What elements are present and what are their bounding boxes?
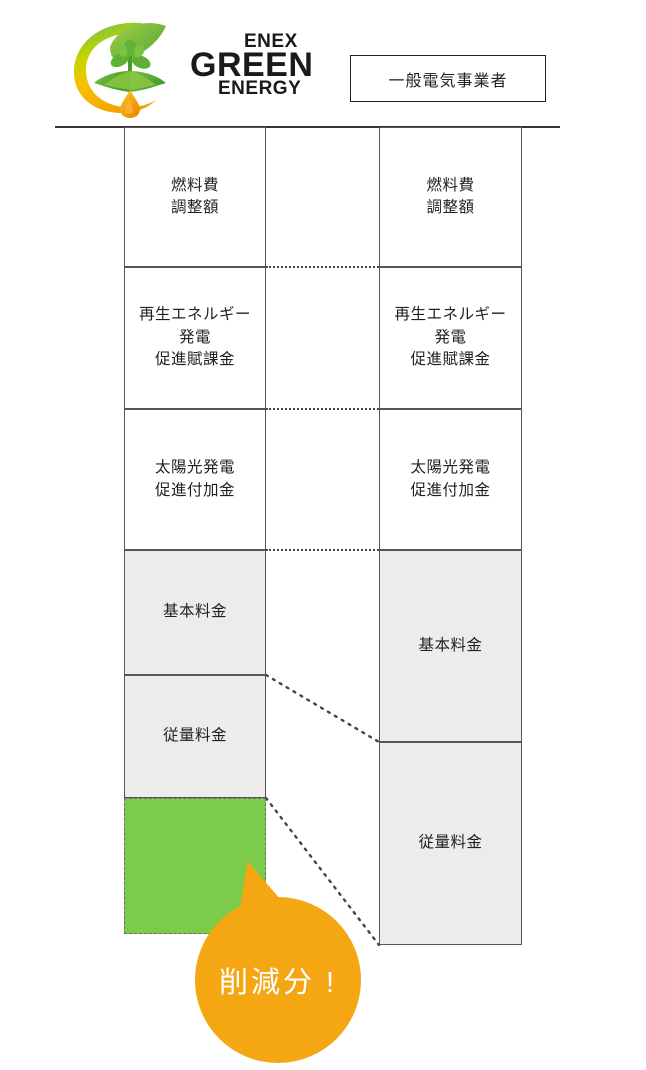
brand-line-enex: ENEX bbox=[244, 31, 298, 52]
right-cell-basic-charge: 基本料金 bbox=[379, 550, 522, 742]
left-cell-basic-charge: 基本料金 bbox=[124, 550, 266, 675]
left-cell-renewable-levy-label: 再生エネルギー 発電 促進賦課金 bbox=[138, 306, 251, 369]
brand-line-energy: ENERGY bbox=[218, 78, 302, 99]
brand-line-green: GREEN bbox=[190, 46, 314, 84]
right-cell-solar-surcharge: 太陽光発電 促進付加金 bbox=[379, 409, 522, 550]
connector-row1 bbox=[266, 266, 379, 268]
right-cell-fuel-adjustment-label: 燃料費 調整額 bbox=[426, 176, 475, 216]
chart-top-rule bbox=[55, 126, 560, 128]
connector-row2 bbox=[266, 408, 379, 410]
callout-label: 削減分 ! bbox=[218, 967, 338, 999]
left-cell-fuel-adjustment: 燃料費 調整額 bbox=[124, 127, 266, 267]
right-cell-renewable-levy: 再生エネルギー 発電 促進賦課金 bbox=[379, 267, 522, 409]
right-cell-fuel-adjustment: 燃料費 調整額 bbox=[379, 127, 522, 267]
left-cell-basic-charge-label: 基本料金 bbox=[162, 603, 227, 621]
brand-wordmark: ENEX GREEN ENERGY bbox=[190, 32, 340, 104]
right-cell-basic-charge-label: 基本料金 bbox=[418, 636, 483, 654]
callout-circle bbox=[195, 897, 361, 1063]
right-cell-renewable-levy-label: 再生エネルギー 発電 促進賦課金 bbox=[394, 306, 507, 369]
right-cell-usage-charge-label: 従量料金 bbox=[418, 834, 483, 852]
enex-green-energy-leaf-sprout-droplet-icon bbox=[74, 22, 166, 118]
left-cell-solar-surcharge: 太陽光発電 促進付加金 bbox=[124, 409, 266, 550]
left-cell-fuel-adjustment-label: 燃料費 調整額 bbox=[170, 176, 219, 216]
left-cell-usage-charge: 従量料金 bbox=[124, 675, 266, 798]
connector-row3 bbox=[266, 549, 379, 551]
left-cell-solar-surcharge-label: 太陽光発電 促進付加金 bbox=[154, 459, 235, 499]
supplier-label-text: 一般電気事業者 bbox=[388, 72, 508, 90]
left-cell-usage-charge-label: 従量料金 bbox=[162, 727, 227, 745]
supplier-label-box: 一般電気事業者 bbox=[350, 55, 546, 102]
right-cell-usage-charge: 従量料金 bbox=[379, 742, 522, 945]
left-cell-renewable-levy: 再生エネルギー 発電 促進賦課金 bbox=[124, 267, 266, 409]
brand-logo: ENEX GREEN ENERGY bbox=[70, 12, 330, 120]
right-cell-solar-surcharge-label: 太陽光発電 促進付加金 bbox=[410, 459, 491, 499]
savings-callout: 削減分 ! bbox=[195, 853, 361, 1063]
